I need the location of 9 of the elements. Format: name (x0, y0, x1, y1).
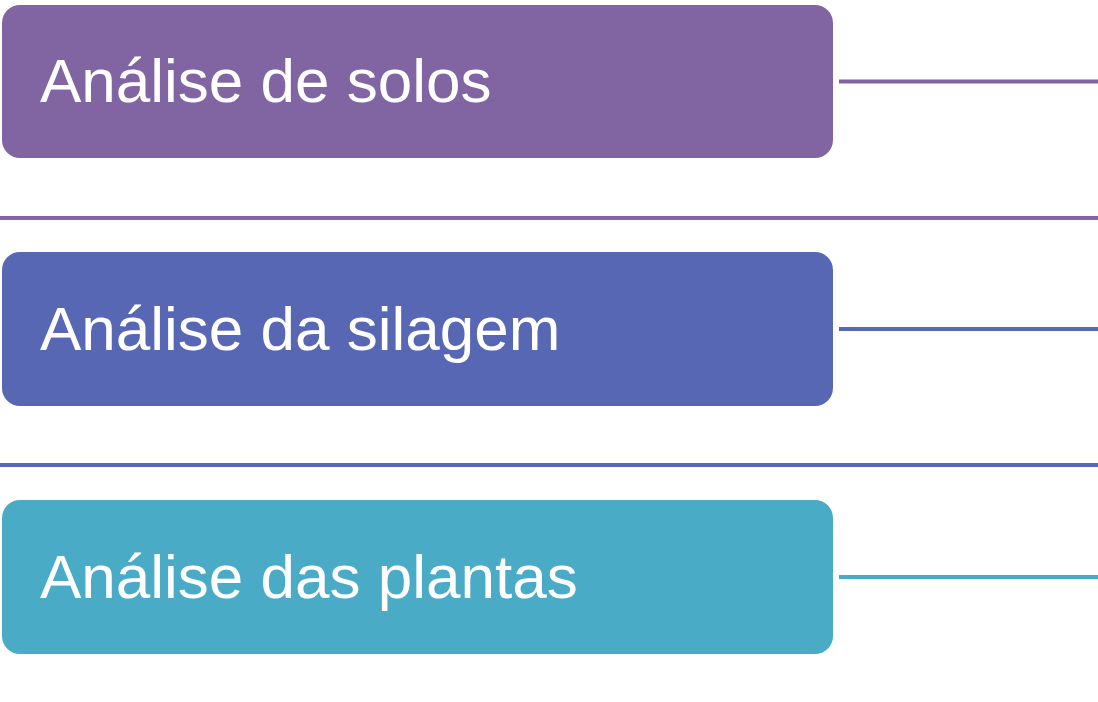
connector-line (839, 79, 1098, 84)
category-box (2, 5, 833, 158)
category-box (2, 252, 833, 406)
connector-line (839, 327, 1098, 331)
connector-line (839, 575, 1098, 579)
category-label: Análise da silagem (40, 294, 561, 364)
category-label: Análise de solos (40, 47, 492, 116)
category-box (2, 500, 833, 654)
category-label: Análise das plantas (40, 542, 578, 612)
